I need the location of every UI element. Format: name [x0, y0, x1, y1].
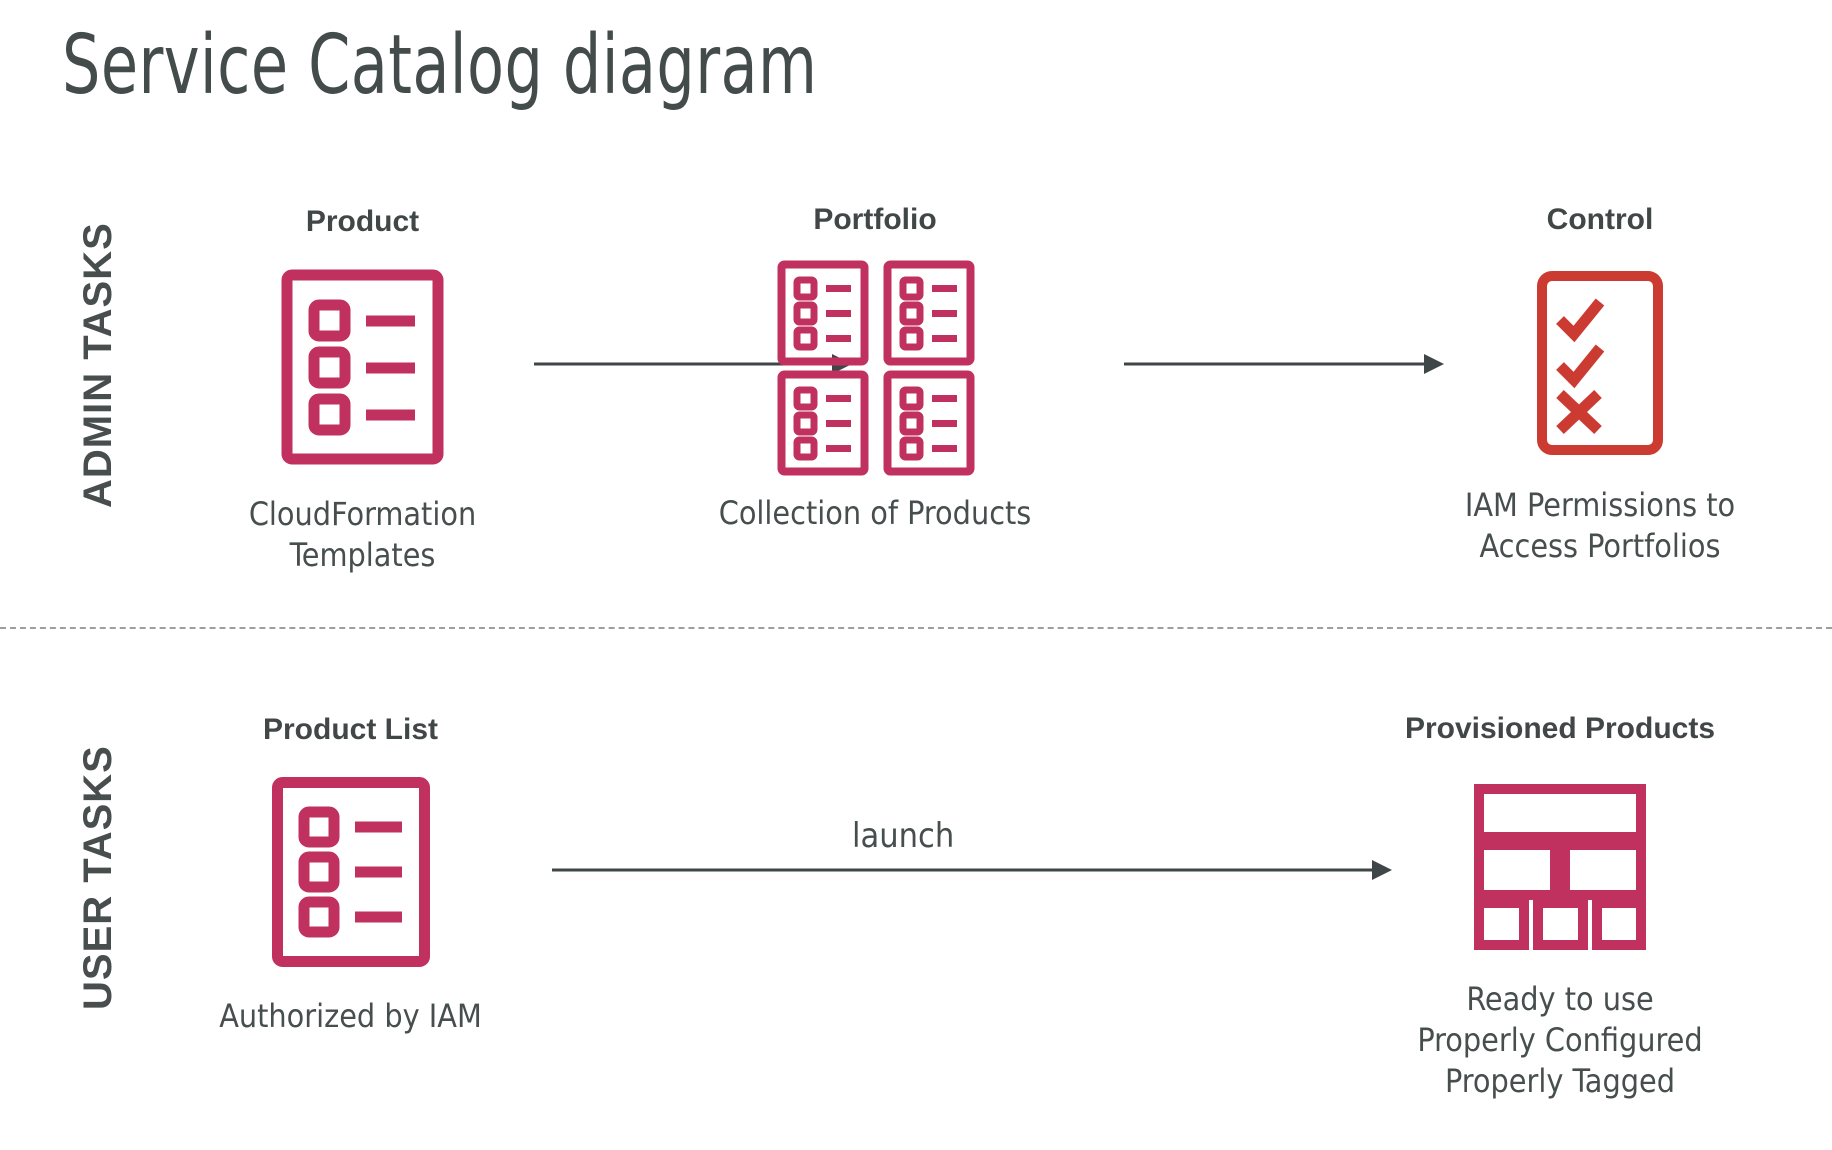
node-product-list-caption-line-1: Authorized by IAM	[219, 997, 482, 1035]
product-list-document-icon	[178, 772, 523, 972]
node-product-list-caption: Authorized by IAM	[178, 996, 523, 1037]
provisioned-blocks-icon	[1340, 773, 1780, 959]
portfolio-grid-icon	[680, 258, 1070, 475]
checklist-approve-reject-icon	[1400, 260, 1800, 465]
lane-label-user-tasks: USER TASKS	[76, 745, 120, 1010]
lane-divider	[0, 627, 1832, 629]
node-control-title: Control	[1546, 203, 1654, 236]
node-control-caption-line-2: Access Portfolios	[1479, 526, 1721, 565]
node-product-caption-line-2: Templates	[289, 535, 436, 574]
node-product-caption-line-1: CloudFormation	[248, 495, 477, 533]
arrow-launch	[552, 858, 1392, 882]
node-control-caption-line-1: IAM Permissions to	[1464, 486, 1736, 524]
node-control-caption: IAM Permissions to Access Portfolios	[1400, 485, 1800, 567]
product-list-document-icon	[190, 262, 535, 472]
arrow-portfolio-to-control	[1124, 352, 1444, 376]
node-product-list: Product List Authorized by IAM	[178, 713, 523, 1037]
node-portfolio-title: Portfolio	[813, 203, 937, 236]
node-provisioned-products-caption: Ready to use Properly Configured Properl…	[1340, 979, 1780, 1102]
node-portfolio-caption-line-1: Collection of Products	[718, 494, 1032, 532]
arrow-launch-label: launch	[852, 816, 955, 856]
node-provisioned-products-caption-line-3: Properly Tagged	[1444, 1061, 1675, 1100]
lane-label-admin-tasks: ADMIN TASKS	[76, 222, 120, 508]
node-control: Control IAM Permissions to Access Portfo…	[1400, 203, 1800, 567]
node-provisioned-products: Provisioned Products Ready to use Proper…	[1340, 712, 1780, 1102]
node-product-title: Product	[305, 205, 420, 238]
page-title: Service Catalog diagram	[62, 18, 818, 113]
node-provisioned-products-caption-line-2: Properly Configured	[1417, 1020, 1703, 1059]
node-product-list-title: Product List	[262, 713, 438, 746]
node-portfolio-caption: Collection of Products	[680, 493, 1070, 534]
node-provisioned-products-caption-line-1: Ready to use	[1466, 980, 1654, 1018]
node-product-caption: CloudFormation Templates	[190, 494, 535, 576]
node-portfolio: Portfolio	[680, 203, 1070, 534]
node-product: Product CloudFormation Templates	[190, 205, 535, 576]
node-provisioned-products-title: Provisioned Products	[1404, 712, 1716, 745]
